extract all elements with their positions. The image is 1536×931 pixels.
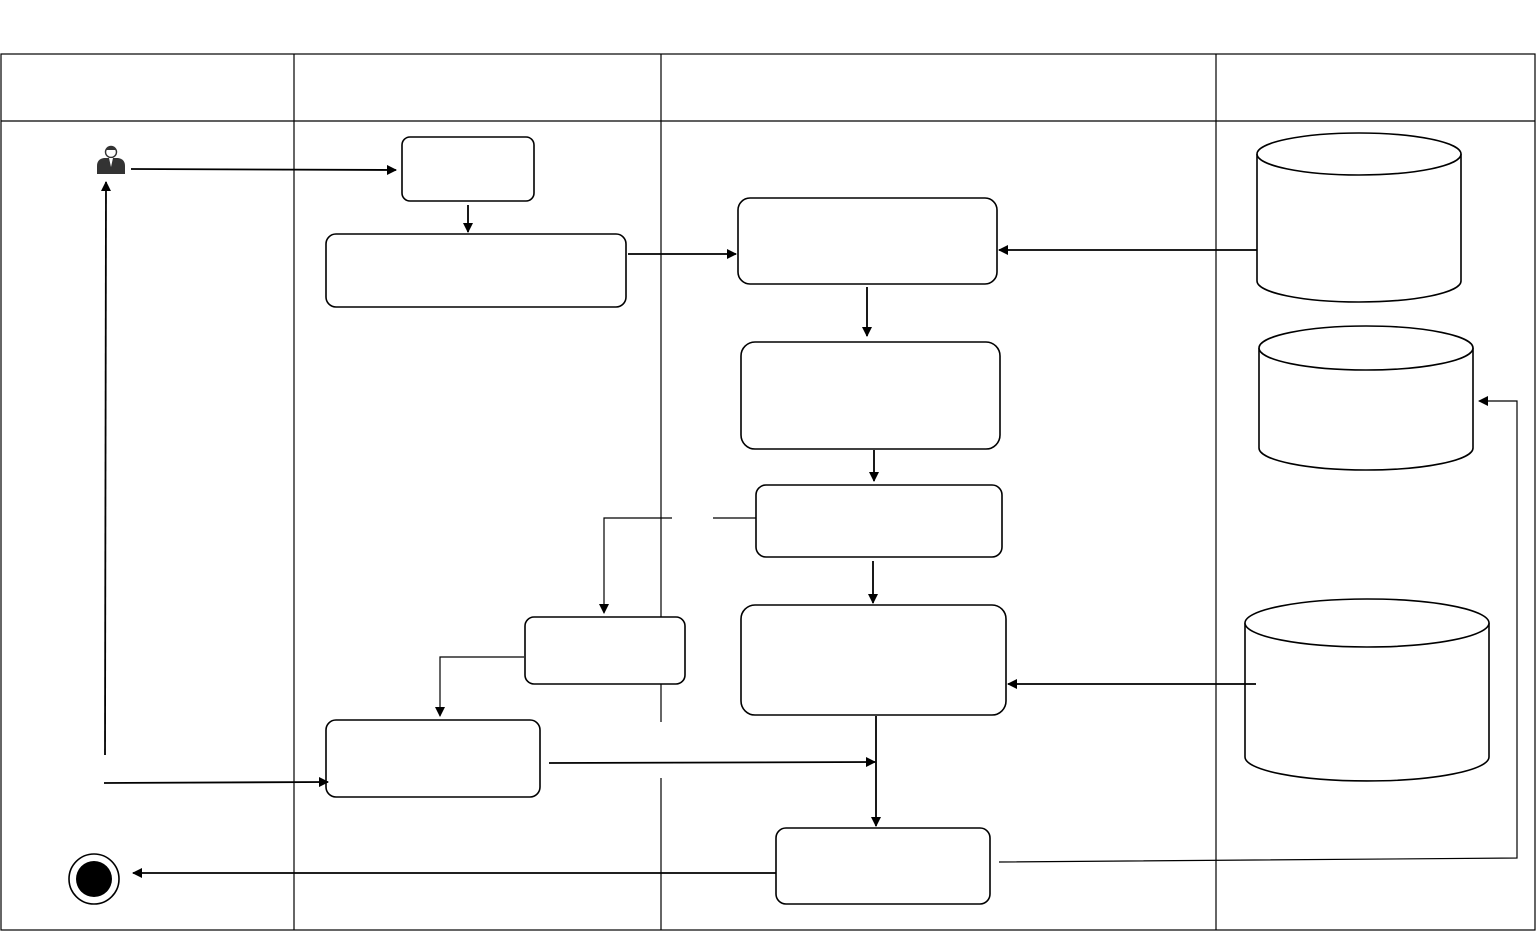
node-process-lower <box>740 604 1007 716</box>
node-start-small <box>401 136 535 202</box>
flow-branch-to-output <box>435 656 524 717</box>
flow-actor-to-start <box>130 164 397 175</box>
user-icon <box>97 145 125 174</box>
connectors <box>100 164 1518 878</box>
node-process-mid <box>740 341 1001 450</box>
swimlane-frame <box>0 53 1536 931</box>
node-branch-small <box>524 616 686 685</box>
datastore-top <box>1256 132 1462 303</box>
node-process-decision <box>755 484 1003 558</box>
datastore-bottom <box>1244 598 1490 782</box>
flow-output-to-final <box>548 757 876 768</box>
node-final-process <box>775 827 991 905</box>
flow-left-to-output <box>103 777 329 788</box>
node-input-wide <box>325 233 627 308</box>
node-process-top <box>737 197 998 285</box>
flow-return-to-actor <box>100 181 111 756</box>
flow-final-to-db-middle <box>998 396 1518 863</box>
node-output-left <box>325 719 541 798</box>
datastore-middle <box>1258 325 1474 471</box>
flow-decision-to-branch-a <box>599 517 672 614</box>
end-node-icon <box>68 853 120 905</box>
